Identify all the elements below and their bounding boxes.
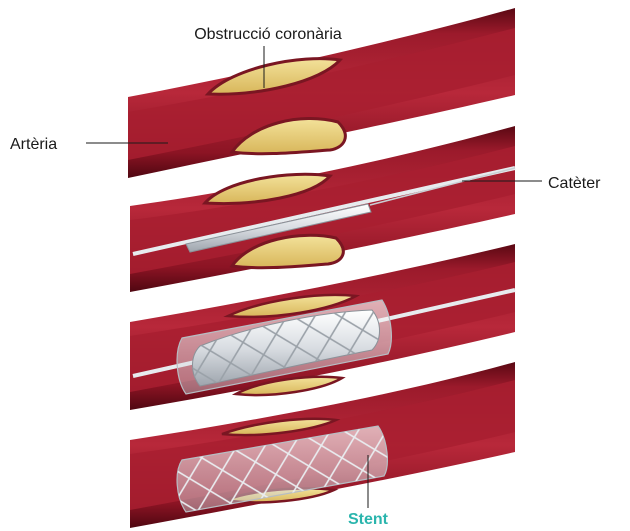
label-catheter-text: Catèter [548,175,601,192]
label-stent-text: Stent [348,511,389,528]
label-obstruction-text: Obstrucció coronària [194,26,342,43]
label-artery-text: Artèria [10,136,57,153]
